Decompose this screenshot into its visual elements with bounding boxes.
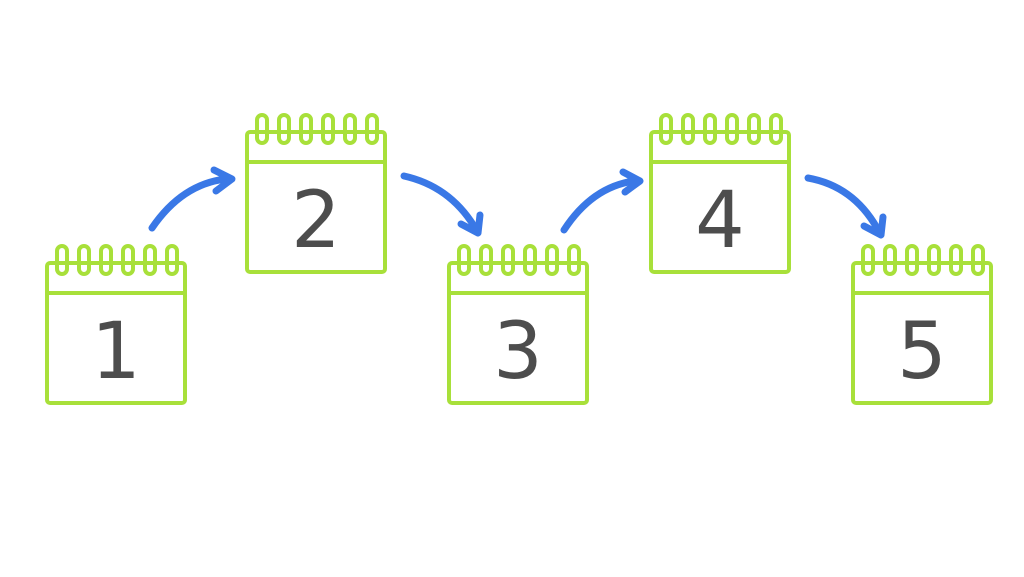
calendar-icon	[45, 244, 187, 405]
calendar-number: 3	[493, 307, 543, 397]
arrow-1-to-2	[148, 166, 236, 232]
calendar-4: 4	[649, 113, 791, 274]
arrow-2-to-3	[400, 172, 484, 237]
calendar-number: 5	[897, 307, 947, 397]
arrow-3-to-4	[560, 168, 644, 234]
calendar-5: 5	[851, 244, 993, 405]
calendar-1: 1	[45, 244, 187, 405]
curved-arrow-icon	[400, 172, 484, 237]
calendar-icon	[245, 113, 387, 274]
calendar-number: 2	[291, 176, 341, 266]
arrow-4-to-5	[804, 174, 887, 239]
calendar-number: 1	[91, 307, 141, 397]
curved-arrow-icon	[560, 168, 644, 234]
calendar-icon	[447, 244, 589, 405]
curved-arrow-icon	[148, 166, 236, 232]
calendar-icon	[649, 113, 791, 274]
calendar-icon	[851, 244, 993, 405]
calendar-number: 4	[695, 176, 745, 266]
calendar-2: 2	[245, 113, 387, 274]
curved-arrow-icon	[804, 174, 887, 239]
calendar-3: 3	[447, 244, 589, 405]
